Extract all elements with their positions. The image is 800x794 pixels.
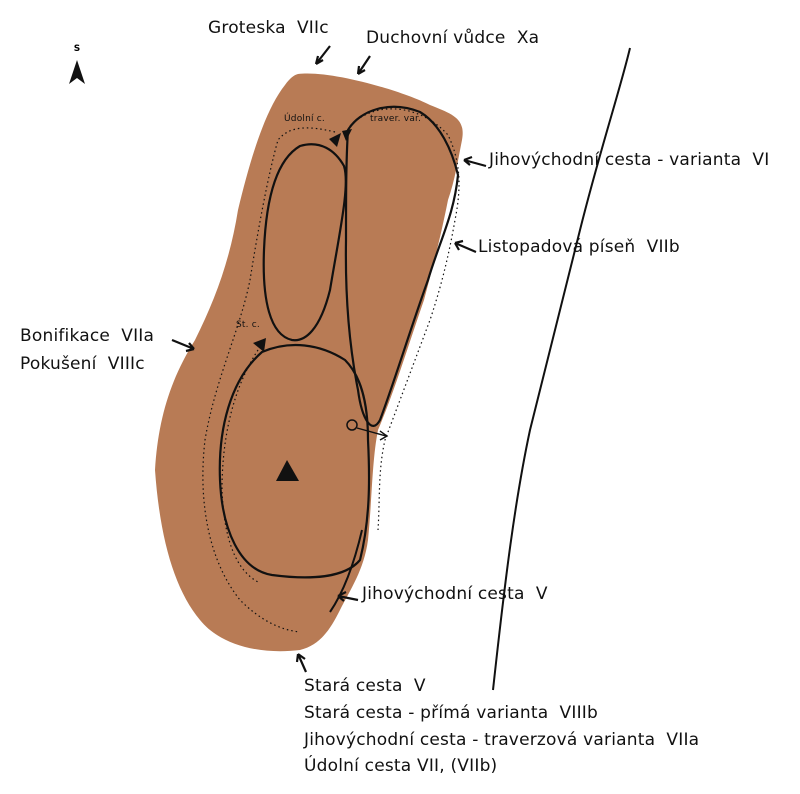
- arrow-bonifikace-icon: [171, 338, 195, 353]
- rappel-arrow-icon: [356, 427, 389, 441]
- route-label-pokuseni: Pokušení VIIIc: [20, 354, 145, 374]
- north-letter: S: [73, 44, 81, 54]
- map-label-stc: St. c.: [236, 320, 260, 330]
- route-label-groteska: Groteska VIIc: [208, 18, 329, 38]
- tower-traverse: [344, 105, 460, 427]
- arrow-jv-cesta-icon: [337, 591, 359, 602]
- arrow-stara-icon: [295, 653, 308, 673]
- route-start-triangle-icon: [253, 338, 266, 352]
- route-label-jv-traverzova: Jihovýchodní cesta - traverzová varianta…: [304, 730, 700, 750]
- route-label-jv-varianta: Jihovýchodní cesta - varianta VI: [489, 150, 770, 170]
- north-arrow-icon: [69, 60, 85, 84]
- route-start-triangle-icon: [329, 133, 341, 147]
- summit-triangle-icon: [276, 460, 299, 481]
- route-label-stara-prima: Stará cesta - přímá varianta VIIIb: [304, 703, 599, 723]
- map-label-traverse: traver. var.: [370, 114, 422, 124]
- rock-outer-line: [329, 529, 363, 613]
- route-start-triangle-icon: [342, 129, 352, 141]
- map-label-udolni: Údolní c.: [284, 114, 325, 124]
- tower-udolni: [262, 143, 347, 342]
- route-label-jv-cesta: Jihovýchodní cesta V: [362, 584, 548, 604]
- arrow-jv-varianta-icon: [463, 155, 487, 168]
- neighbour-wall-line: [492, 47, 631, 691]
- arrow-duchovni-icon: [356, 55, 371, 75]
- route-label-duchovni-vudce: Duchovní vůdce Xa: [366, 28, 540, 48]
- arrow-groteska-icon: [314, 45, 331, 65]
- arrow-listopadova-icon: [454, 239, 477, 254]
- belay-ring-icon: [346, 419, 358, 431]
- route-label-listopadova: Listopadová píseň VIIb: [478, 237, 680, 257]
- north-indicator: S: [66, 44, 88, 92]
- route-label-udolni-cesta: Údolní cesta VII, (VIIb): [304, 756, 498, 776]
- route-label-stara-cesta: Stará cesta V: [304, 676, 426, 696]
- rock-formation: [155, 73, 463, 652]
- route-label-bonifikace: Bonifikace VIIa: [20, 326, 155, 346]
- summit-block: [218, 343, 371, 579]
